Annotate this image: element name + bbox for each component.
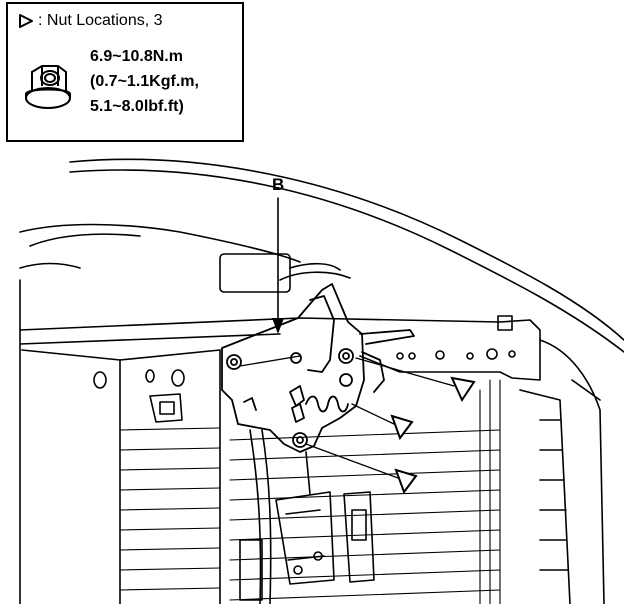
radiator-core (119, 379, 501, 604)
nut-marker-3-icon (394, 468, 418, 495)
torque-spec: 6.9~10.8N.m (0.7~1.1Kgf.m, 5.1~8.0lbf.ft… (90, 44, 199, 119)
torque-nm: 6.9~10.8N.m (90, 48, 183, 65)
hood-outline (19, 158, 624, 604)
nut-marker-1-icon (450, 376, 476, 403)
radiator-support-upper (19, 253, 541, 604)
callout-b-arrowhead (272, 318, 284, 334)
release-cable (239, 429, 375, 604)
triangle-outline-icon (19, 14, 33, 28)
side-shroud (519, 339, 605, 604)
torque-lbfft: 5.1~8.0lbf.ft) (90, 98, 184, 115)
torque-kgfm: (0.7~1.1Kgf.m, (90, 73, 199, 90)
leader-lines (239, 355, 455, 479)
flange-nut-icon (25, 65, 71, 109)
hood-latch-assembly (221, 283, 415, 453)
part-label-b: B (272, 175, 285, 194)
nut-locations-label: : Nut Locations, 3 (38, 12, 163, 29)
legend-title: : Nut Locations, 3 (18, 12, 163, 30)
nut-marker-2-icon (390, 414, 414, 441)
torque-legend-box: : Nut Locations, 3 6.9~10.8N.m (0.7~1.1K… (6, 2, 244, 142)
